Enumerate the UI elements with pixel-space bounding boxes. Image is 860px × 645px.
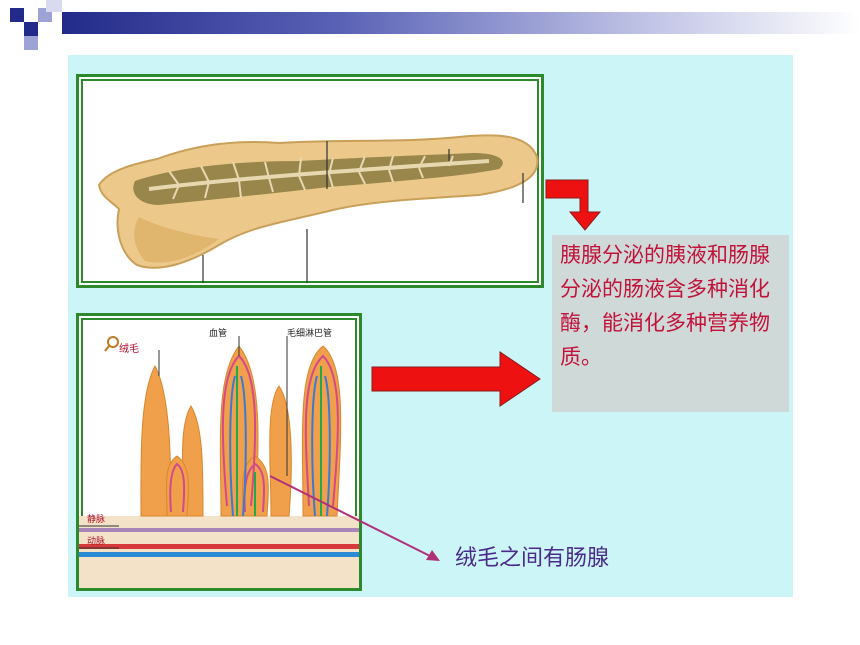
pancreas-figure: [76, 74, 544, 288]
pancreas-illustration: [97, 134, 539, 283]
title-decoration: [0, 0, 860, 50]
label-blood-vessel: 血管: [209, 329, 228, 339]
label-lymph: 毛细淋巴管: [287, 329, 333, 339]
description-textbox: 胰腺分泌的胰液和肠腺分泌的肠液含多种消化酶，能消化多种营养物质。: [552, 235, 789, 412]
corner-square: [10, 8, 24, 22]
corner-square: [24, 36, 38, 50]
label-artery: 动脉: [87, 537, 106, 547]
title-gradient-bar: [62, 12, 860, 34]
magnifier-icon: [107, 336, 119, 348]
villi-illustration: [79, 336, 359, 588]
caption-intestinal-glands: 绒毛之间有肠腺: [455, 546, 610, 571]
label-villus: 绒毛: [119, 344, 139, 355]
corner-square: [24, 22, 38, 36]
label-vein: 静脉: [87, 515, 106, 525]
corner-square: [46, 0, 62, 12]
villi-figure: 绒毛 血管 毛细淋巴管 静脉 动脉: [76, 313, 362, 591]
